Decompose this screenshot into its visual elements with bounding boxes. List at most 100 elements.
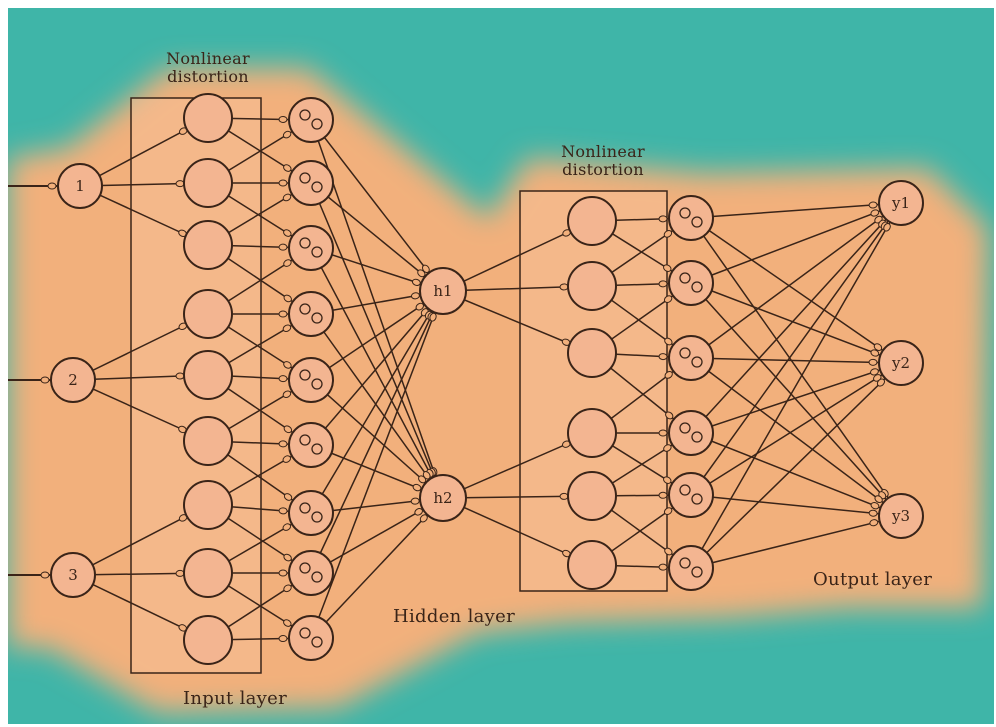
edge-c2-output [690,202,902,434]
input-node-1-label: 1 [75,177,85,195]
activation-node-a-7-glyph [311,511,323,523]
activation-node-a-9-glyph [311,636,323,648]
arrow-tip [282,455,292,463]
arrow-tip [883,222,891,232]
distortion-unit-b-2 [567,261,617,311]
arrow-tip [870,502,880,510]
arrow-tip [410,497,420,505]
arrow-tip [40,376,50,384]
arrow-tip [282,193,292,202]
arrow-tip [278,635,288,643]
distortion-unit-b-1 [567,196,617,246]
activation-node-a-4 [288,291,334,337]
edge-c1-hidden [310,290,444,574]
distortion-unit-a-1 [183,93,233,143]
arrow-tip [663,444,672,452]
arrow-tip [664,371,673,379]
output-layer-label: Output layer [813,569,933,590]
arrow-tip [40,571,50,579]
arrow-tip [278,115,288,123]
arrow-tip [278,243,288,251]
arrow-tip [47,182,57,190]
arrow-tip [870,368,879,376]
activation-node-b-6-glyph [679,557,691,569]
arrow-tip [663,229,673,238]
nonlinear-distortion-label-1: Nonlinear distortion [166,49,250,86]
output-node-1 [878,180,924,226]
arrow-tip [283,584,292,593]
activation-node-b-5-glyph [691,493,703,505]
arrow-tip [283,229,292,237]
arrow-tip [283,425,293,434]
distortion-unit-b-5 [567,471,617,521]
input-node-1 [57,163,103,209]
activation-node-b-4 [668,410,714,456]
arrow-tip [663,295,673,304]
arrow-tip [278,507,288,515]
distortion-box-2 [519,190,668,592]
activation-node-b-5-glyph [679,484,691,496]
distortion-unit-a-7 [183,480,233,530]
arrow-tip [658,491,668,499]
input-node-2-label: 2 [68,371,78,389]
arrow-tip [278,179,288,187]
distortion-unit-a-3 [183,220,233,270]
edge-c2-output [690,362,902,434]
arrow-tip [283,553,292,562]
edge-c2-output [690,202,902,496]
activation-node-a-3 [288,225,334,271]
activation-node-b-5 [668,472,714,518]
distortion-unit-a-9 [183,615,233,665]
arrow-tip [278,569,288,577]
distortion-unit-b-6 [567,540,617,590]
arrow-tip [873,343,883,351]
activation-node-a-6 [288,422,334,468]
edge-c2-output [690,357,902,517]
output-node-3-label: y3 [891,507,910,525]
output-node-1-label: y1 [891,194,910,212]
activation-node-b-4-glyph [679,422,691,434]
arrow-tip [868,509,878,517]
arrow-tip [283,493,293,501]
distortion-unit-a-6 [183,416,233,466]
arrow-tip [419,514,428,523]
activation-node-a-2 [288,160,334,206]
edge-c1-hidden [310,290,444,446]
activation-node-a-4-glyph [311,312,323,324]
arrow-tip [414,508,423,516]
activation-node-a-4-glyph [299,303,311,315]
arrow-tip [874,495,883,504]
arrow-tip [663,507,673,516]
edge-c2-output [690,202,902,284]
activation-node-b-2-glyph [679,272,691,284]
distortion-unit-b-4 [567,408,617,458]
edge-c2-output [690,217,902,517]
distortion-unit-a-8 [183,548,233,598]
arrow-tip [410,292,420,300]
activation-node-a-8-glyph [311,571,323,583]
activation-node-a-5-glyph [299,369,311,381]
arrow-tip [663,476,672,484]
arrow-tip [658,215,668,223]
distortion-unit-a-2 [183,158,233,208]
edge-c2-output [690,282,902,364]
edge-c2-output [690,282,902,517]
activation-node-b-3-glyph [691,356,703,368]
activation-node-b-6 [668,545,714,591]
arrow-tip [283,259,292,267]
arrow-tip [282,390,292,399]
arrow-tip [664,337,673,346]
activation-node-a-7-glyph [299,502,311,514]
output-node-2-label: y2 [891,354,910,372]
activation-node-a-1-glyph [311,118,323,130]
activation-node-a-3-glyph [299,237,311,249]
hidden-node-1 [419,267,467,315]
activation-node-a-6-glyph [311,443,323,455]
activation-node-a-8-glyph [299,562,311,574]
activation-node-a-5 [288,357,334,403]
activation-node-a-1-glyph [299,109,311,121]
arrow-tip [278,375,288,383]
edge-c2-output [690,515,902,569]
